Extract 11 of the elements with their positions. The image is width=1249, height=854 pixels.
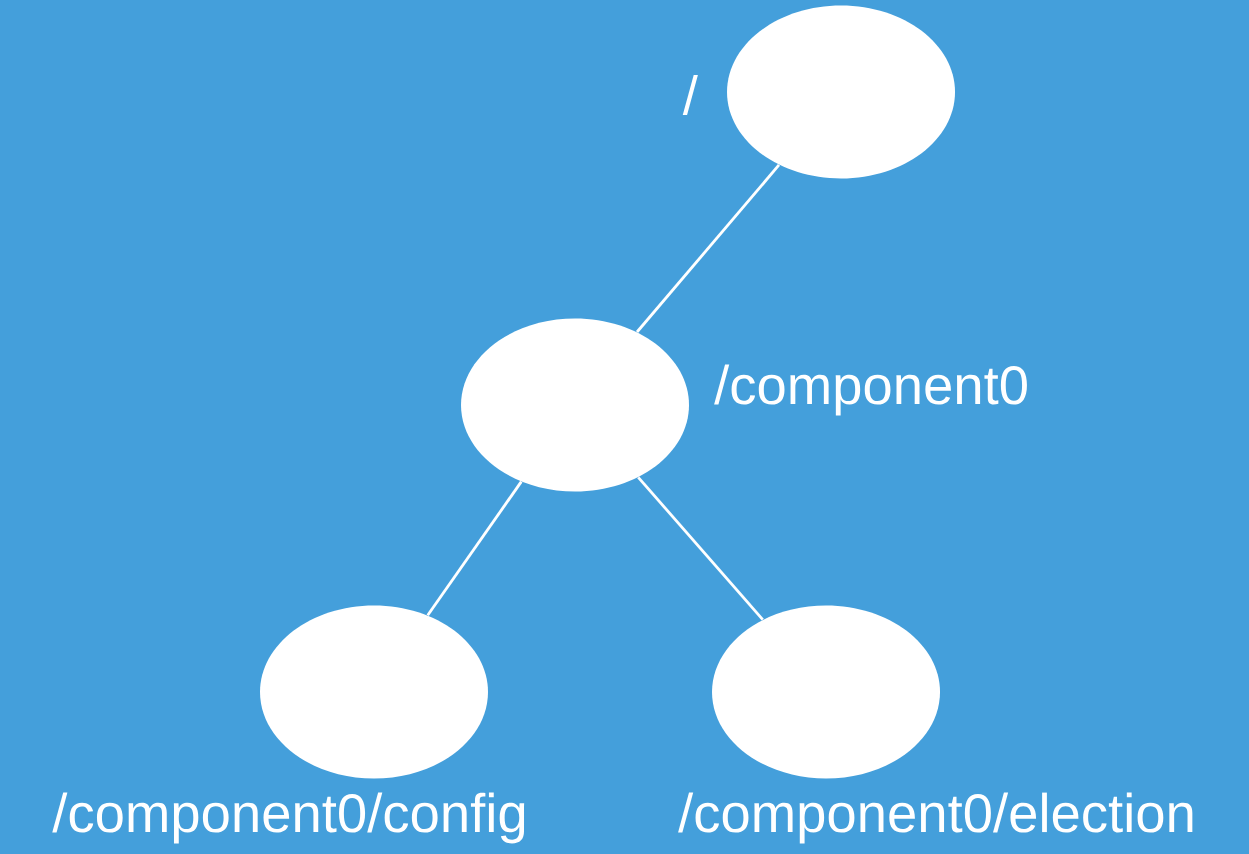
connector-line	[637, 476, 764, 621]
node-caption: /component0	[714, 364, 1027, 416]
connector-line	[426, 480, 523, 617]
node-caption: /component0/election	[678, 792, 1193, 844]
node-ellipse	[727, 5, 955, 179]
node-ellipse	[260, 605, 488, 779]
node-ellipse	[461, 318, 689, 492]
connector-line	[635, 164, 781, 333]
node-caption: /	[682, 74, 698, 115]
node-caption: /component0/config	[52, 792, 525, 844]
node-ellipse	[712, 605, 940, 779]
